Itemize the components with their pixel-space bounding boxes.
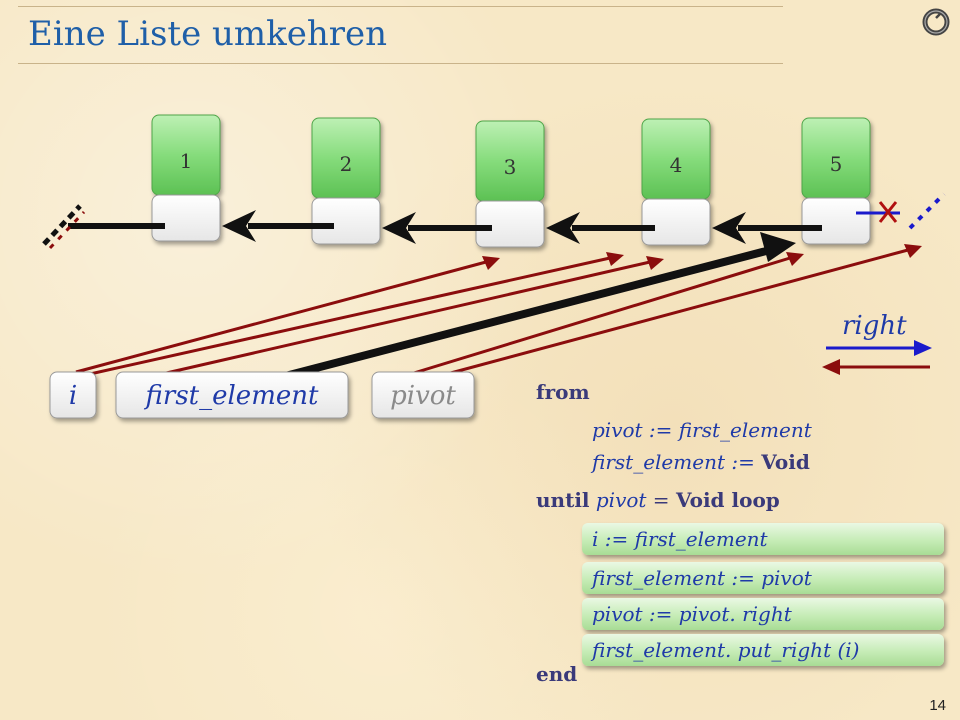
slide-title: Eine Liste umkehren	[28, 14, 388, 54]
until-var: pivot	[595, 488, 647, 512]
arrowhead	[606, 252, 624, 266]
legend-label: right	[842, 311, 907, 341]
arrowhead	[712, 212, 746, 244]
pointer-history-arrows	[75, 244, 922, 380]
cell-right-field	[641, 198, 711, 246]
cell-right-field	[311, 197, 381, 245]
logo-icon	[922, 8, 950, 36]
cell-item-label: 5	[830, 152, 843, 176]
cut-link-right	[856, 192, 946, 230]
keyword-until: until	[536, 488, 590, 512]
arrowhead	[646, 256, 664, 270]
var-i: i	[49, 371, 97, 419]
var-box	[49, 371, 97, 419]
var-label: pivot	[390, 381, 456, 411]
cell-2: 2	[311, 117, 381, 245]
arrowhead	[222, 210, 256, 242]
cell-right-field	[801, 197, 871, 245]
until-eq: =	[646, 488, 676, 512]
code-init-2-assign: first_element :=	[592, 450, 762, 474]
cell-item-label: 1	[180, 149, 193, 173]
var-pivot: pivot	[371, 371, 475, 419]
loop-stmt-2: first_element := pivot	[582, 562, 944, 594]
loop-stmt-3: pivot := pivot. right	[582, 598, 944, 630]
legend-right: right	[822, 311, 932, 375]
arrowhead	[546, 212, 580, 244]
reversed-links	[222, 210, 822, 244]
cell-right-field	[151, 194, 221, 242]
arrowhead	[904, 244, 922, 258]
cell-item-label: 4	[670, 153, 683, 177]
page-number: 14	[929, 697, 946, 714]
cell-5: 5	[801, 117, 871, 245]
cell-item-label: 3	[504, 155, 517, 179]
arrowhead	[382, 212, 416, 244]
cell-right-field	[475, 200, 545, 248]
arrowhead	[914, 340, 932, 356]
arrowhead	[822, 359, 840, 375]
keyword-void: Void	[761, 450, 810, 474]
cell-1: 1	[151, 114, 221, 242]
title-top-rule	[18, 6, 783, 7]
first-element-pointer	[268, 232, 796, 384]
cell-3: 3	[475, 120, 545, 248]
code-init-1: pivot := first_element	[592, 418, 812, 442]
cell-item-label: 2	[340, 152, 353, 176]
var-label: i	[69, 381, 77, 411]
var-box	[371, 371, 475, 419]
keyword-from: from	[536, 380, 590, 404]
code-until-line: until pivot = Void loop	[536, 488, 780, 512]
loop-stmt-1: i := first_element	[582, 523, 944, 555]
var-first-element: first_element	[115, 371, 349, 419]
cell-4: 4	[641, 118, 711, 246]
var-box	[115, 371, 349, 419]
loop-stmt-4: first_element. put_right (i)	[582, 634, 944, 666]
code-init-2: first_element := Void	[592, 450, 810, 474]
arrowhead	[786, 252, 804, 266]
arrowhead	[760, 232, 796, 262]
var-label: first_element	[144, 381, 319, 411]
keyword-void-loop: Void loop	[675, 488, 780, 512]
arrowhead	[482, 256, 500, 270]
title-bottom-rule	[18, 63, 783, 64]
void-marker-left	[42, 204, 165, 250]
keyword-end: end	[536, 662, 578, 686]
